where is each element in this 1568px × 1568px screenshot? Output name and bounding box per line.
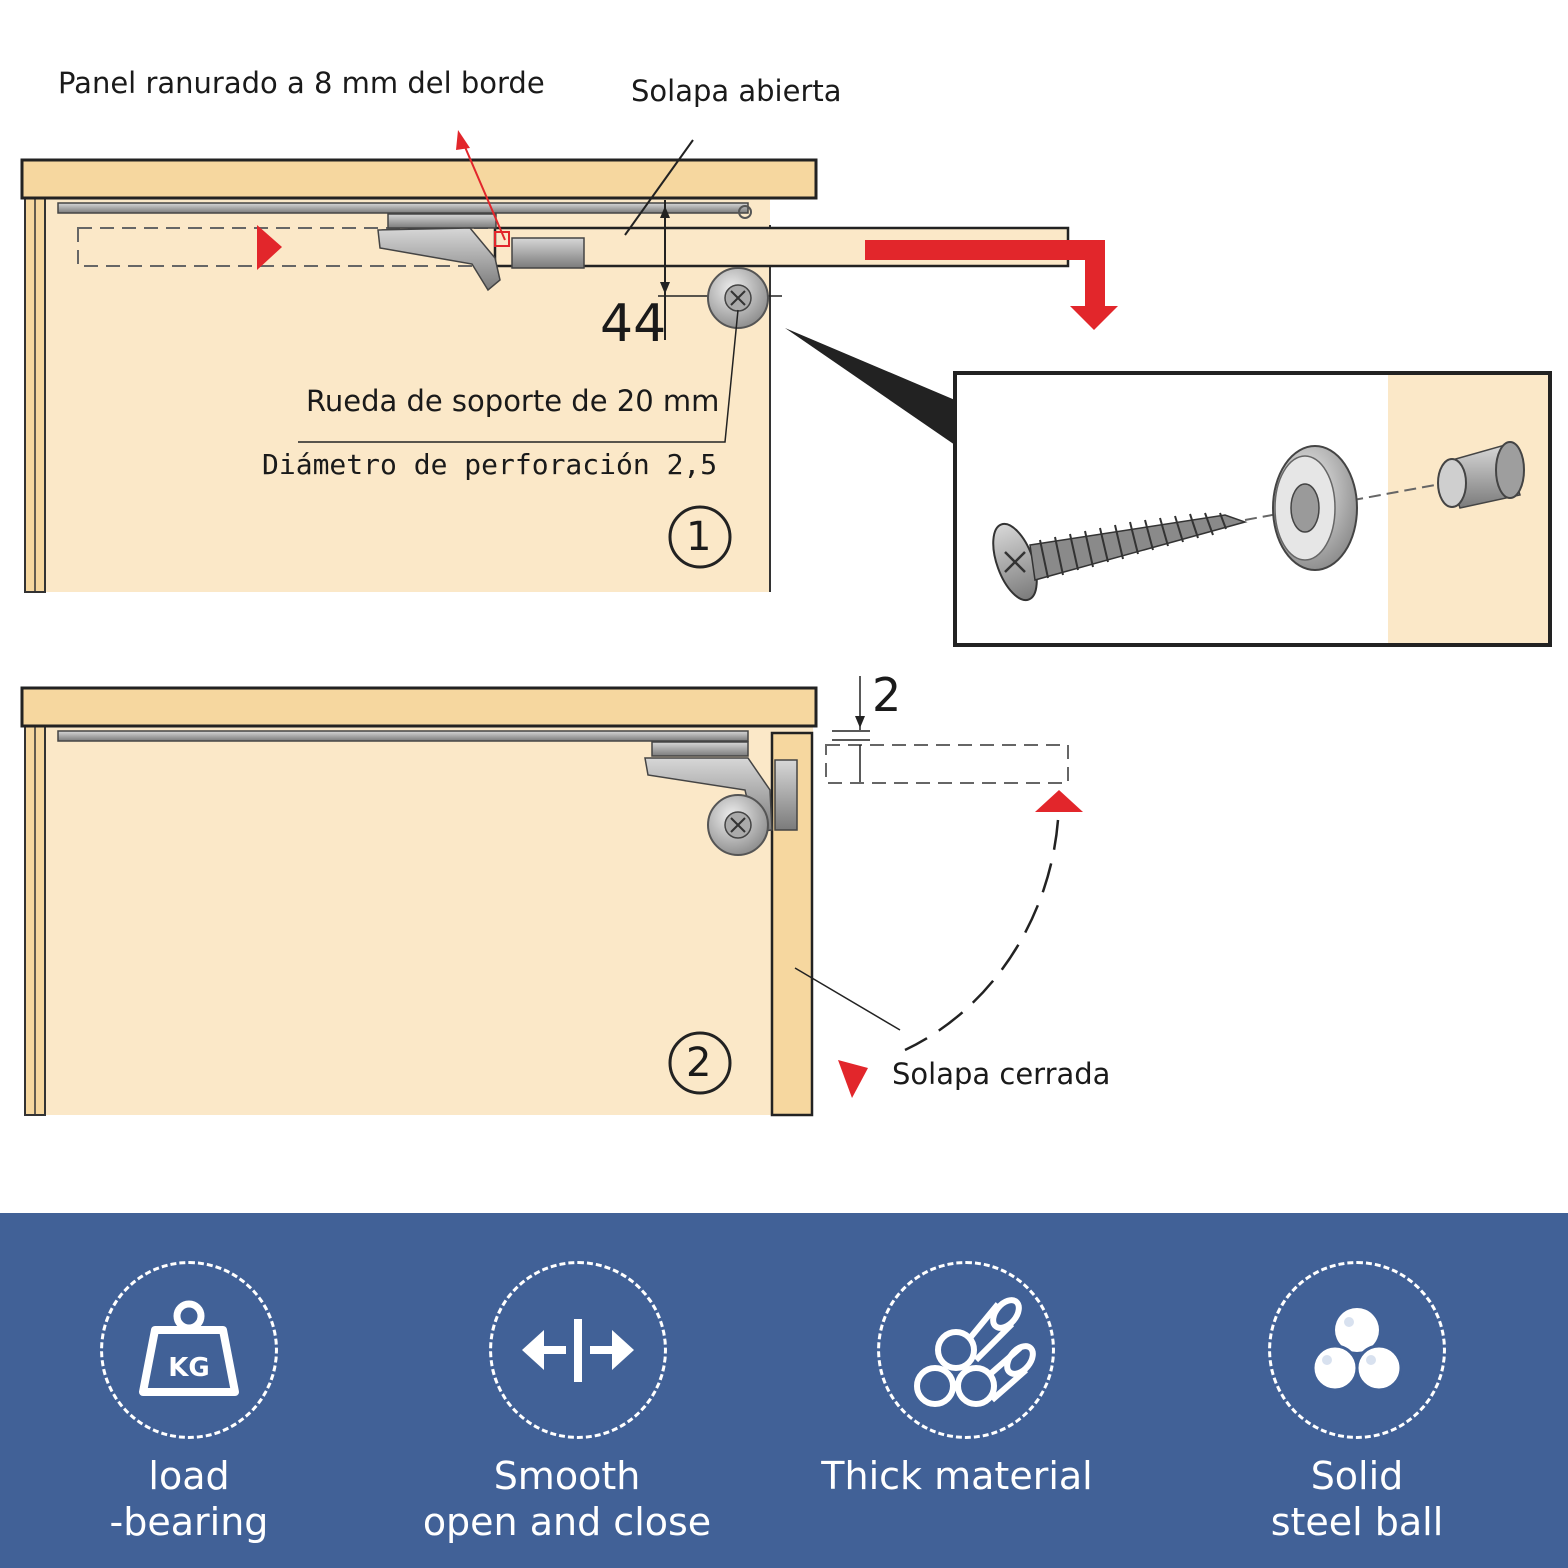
zoom-wheel [1272, 445, 1358, 571]
cabinet-closed-view [20, 676, 1083, 1117]
cabinet-open-view [20, 130, 1118, 593]
dimension-2: 2 [872, 668, 902, 722]
feature-thick-material: Thick material [762, 1213, 1152, 1568]
flap-dashed-outline [77, 227, 499, 267]
screw [992, 512, 1248, 602]
support-wheel [707, 267, 769, 329]
label-drill-diameter: Diámetro de perforación 2,5 [262, 448, 718, 481]
step-2-number: 2 [686, 1040, 712, 1086]
push-arrow [257, 225, 282, 270]
callout-pointer [785, 328, 955, 445]
axle-sleeve [1437, 441, 1525, 509]
guide-rail [57, 202, 749, 214]
top-panel [20, 158, 818, 200]
label-slot-distance: Panel ranurado a 8 mm del borde [58, 66, 545, 100]
step-2-circle [668, 1031, 732, 1095]
zoom-inset [953, 371, 1552, 647]
label-flap-closed: Solapa cerrada [892, 1057, 1111, 1091]
close-arrow-up [1035, 790, 1083, 812]
kg-weight-icon: KG [100, 1261, 278, 1439]
top-panel-closed [20, 686, 818, 728]
hinge-closed [644, 741, 798, 833]
close-arrow-down [838, 1060, 868, 1098]
feature-caption-load: load-bearing [109, 1454, 269, 1544]
installation-diagram [20, 130, 1552, 1117]
feature-caption-thick: Thick material [821, 1454, 1093, 1498]
step-1-number: 1 [686, 514, 712, 560]
flap-open-dashed [825, 744, 1069, 784]
support-wheel-closed [707, 794, 769, 856]
material-tubes-icon [877, 1261, 1055, 1439]
svg-text:KG: KG [168, 1353, 210, 1383]
red-l-arrow [865, 240, 1118, 330]
open-close-arrows-icon [489, 1261, 667, 1439]
hinge-mechanism [377, 213, 585, 292]
feature-load-bearing: KG load-bearing [0, 1213, 384, 1568]
label-support-wheel: Rueda de soporte de 20 mm [306, 384, 720, 418]
dimension-44: 44 [600, 294, 667, 354]
steel-balls-icon [1268, 1261, 1446, 1439]
label-flap-open: Solapa abierta [631, 74, 842, 108]
step-1-circle [668, 505, 732, 569]
